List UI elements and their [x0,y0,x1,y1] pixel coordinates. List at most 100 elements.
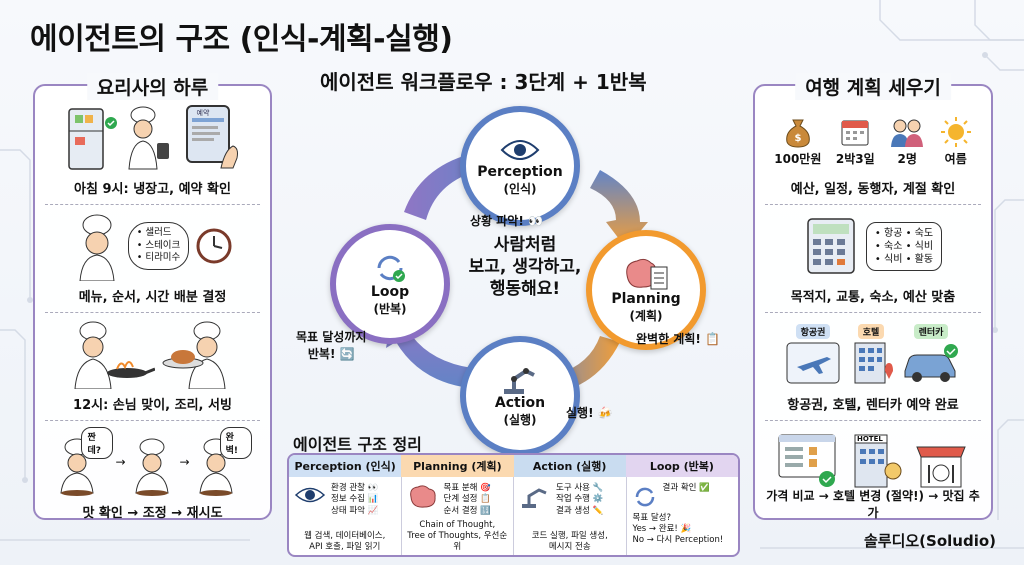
brand-label: 솔루디오(Soludio) [863,532,996,550]
chef-caption-2: 메뉴, 순서, 시간 배분 결정 [78,290,227,305]
summary-item: 결과 생성 ✏️ [556,505,604,516]
plan-bubble: • 항공 • 숙도 • 숙소 • 식비 • 식비 • 활동 [865,221,943,271]
travel-section-loop: HOTEL 가격 비교 → 호텔 변경 (절약!) → 맛집 추가 [763,422,983,525]
center-line: 사람처럼 [493,235,557,255]
chef-caption-4: 맛 확인 → 조정 → 재시도 [82,506,223,521]
summary-item: 작업 수행 ⚙️ [556,494,604,505]
divider [45,312,260,313]
brain-icon [409,485,436,508]
robot-arm-icon [522,488,547,508]
eye-icon [295,487,325,503]
chef-cooking-icon [73,321,155,389]
hotel-icon [854,434,902,488]
menu-item: • 샐러드 [136,227,172,239]
loop-sub: (반복) [373,301,407,316]
travel-section-planning: • 항공 • 숙도 • 숙소 • 식비 • 식비 • 활동 목적지, 교통, 숙… [763,206,983,309]
summary-col-planning: 목표 분해 🎯 단계 설정 📋 순서 결정 🔢 Chain of Thought… [402,477,514,555]
people-icon [891,119,924,147]
tablet-icon: 예약 [181,102,241,174]
center-message: 사람처럼 보고, 생각하고, 행동해요! [460,234,590,300]
summary-header: Action (실행) [513,455,626,477]
center-line: 행동해요! [489,279,561,300]
fridge-chef-icon [67,106,169,170]
agent-cycle-diagram: Perception (인식) Planning (계획) Action (실행… [296,92,740,456]
plan-item: • 식비 • 활동 [874,253,934,265]
chef-caption-1: 아침 9시: 냉장고, 예약 확인 [74,182,231,197]
summary-title: 에이전트 구조 정리 [293,435,422,454]
summary-item: 단계 설정 📋 [443,494,491,505]
chef-adjusting-icon [134,438,169,496]
brain-checklist-icon [626,258,668,289]
menu-bubble: • 샐러드 • 스테이크 • 티라미수 [127,222,190,270]
season-stat: 여름 [940,116,972,167]
taste-bubble: 짠데? [81,427,114,459]
planning-label: Planning [611,290,681,307]
summary-example: 코드 실행, 파일 생성, [531,530,608,541]
loop-node: Loop (반복) [330,224,450,344]
airplane-ticket-icon [786,342,840,383]
car-booking: 렌터카 [901,323,961,385]
hotel-change: HOTEL [849,431,903,493]
refresh-icon [635,487,654,507]
price-compare-icon [778,434,836,487]
clock-icon [196,228,232,264]
refresh-icon [377,255,405,282]
action-label: Action [494,394,546,411]
summary-table: Perception (인식) Planning (계획) Action (실행… [287,453,740,557]
chef-section-planning: • 샐러드 • 스테이크 • 티라미수 메뉴, 순서, 시간 배분 결정 [43,206,262,309]
summary-example: 메시지 전송 [548,541,591,552]
planning-sub: (계획) [629,308,663,323]
chef-success: 완벽! [192,427,252,497]
summary-item: 도구 사용 🔧 [556,483,604,493]
loop-label: Loop [370,283,410,300]
summary-col-perception: 환경 관찰 👀 정보 수집 📊 상태 파악 📈 웹 검색, 데이터베이스, AP… [289,477,402,555]
summary-item: 환경 관찰 👀 [331,483,379,493]
chef-serving-icon [162,321,226,389]
success-bubble: 완벽! [219,427,252,459]
budget-stat: $ 100만원 [774,116,821,167]
chef-section-loop: 짠데? → → 완벽! 맛 확인 → 조정 → 재시도 [43,422,262,525]
travel-caption-3: 항공권, 호텔, 렌터카 예약 완료 [787,398,959,413]
chef-section-perception: 예약 아침 9시: 냉장고, 예약 확인 [43,98,262,201]
summary-example: Tree of Thoughts, 우선순위 [407,530,508,552]
plan-item: • 항공 • 숙도 [874,227,934,239]
summary-item: 목표 달성? [632,513,672,523]
calendar-icon [841,120,869,145]
travel-plan-panel: 여행 계획 세우기 $ 100만원 2박3일 2명 여름 [753,73,993,520]
summary-item: 순서 결정 🔢 [443,505,491,516]
perception-sub: (인식) [503,181,537,196]
panel-title: 여행 계획 세우기 [795,73,951,100]
panel-title: 요리사의 하루 [86,73,219,100]
menu-item: • 티라미수 [136,252,181,264]
stat-label: 2박3일 [835,151,875,166]
chef-section-action: 12시: 손님 맞이, 조리, 서빙 [43,314,262,417]
perception-node: Perception (인식) [460,106,580,226]
arrow-icon: → [179,455,190,469]
summary-example: Chain of Thought, [419,519,496,530]
loop-note-line: 반복! 🔄 [307,347,355,361]
flight-tag: 항공권 [795,323,831,339]
divider [45,420,260,421]
plan-item: • 숙소 • 식비 [874,240,934,252]
summary-item: 목표 분해 🎯 [443,483,491,493]
summary-example: 웹 검색, 데이터베이스, [304,530,386,541]
chef-day-panel: 요리사의 하루 예약 아침 [33,73,272,521]
perception-note: 상황 파악! 👀 [470,214,543,228]
sun-icon [940,116,971,147]
summary-header: Loop (반복) [625,455,738,477]
stat-label: 2명 [897,151,917,166]
robot-arm-icon [504,367,535,394]
chef-thinking-icon [79,214,115,281]
summary-header: Perception (인식) [289,455,402,477]
flight-booking: 항공권 [785,323,841,385]
car-icon [904,343,958,382]
hotel-building-icon [854,342,893,383]
chef-caption-3: 12시: 손님 맞이, 조리, 서빙 [73,398,232,413]
hotel-tag: 호텔 [857,323,885,339]
planning-node: Planning (계획) [586,230,706,350]
travel-caption-4: 가격 비교 → 호텔 변경 (절약!) → 맛집 추가 [766,489,980,520]
travel-caption-1: 예산, 일정, 동행자, 계절 확인 [790,182,956,197]
summary-col-action: 도구 사용 🔧 작업 수행 ⚙️ 결과 생성 ✏️ 코드 실행, 파일 생성, … [514,477,627,555]
hotel-booking: 호텔 [849,323,893,385]
